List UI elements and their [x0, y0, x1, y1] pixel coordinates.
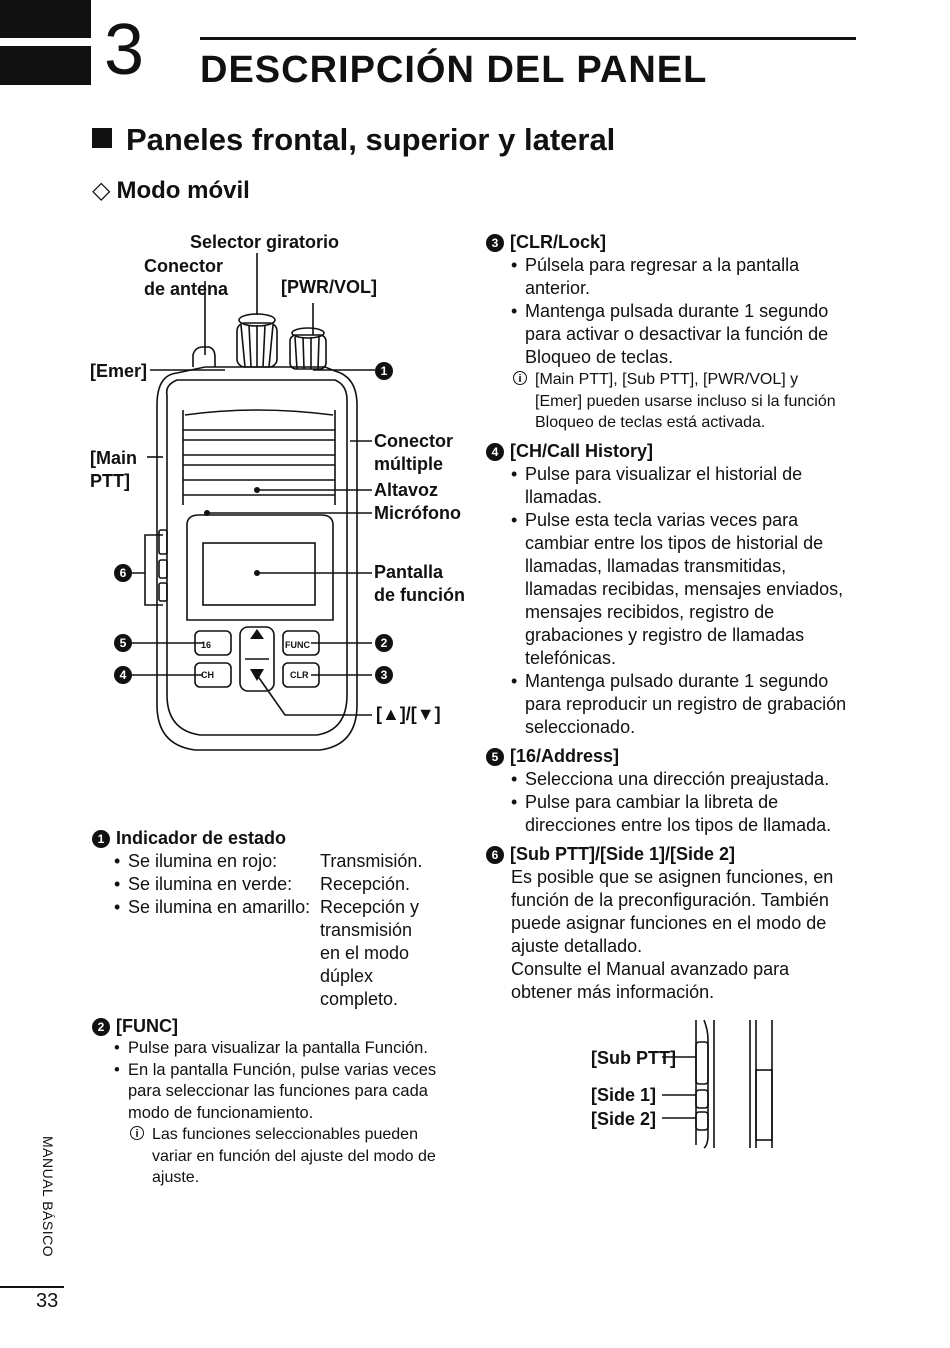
table-row: Se ilumina en rojo:Transmisión. — [114, 850, 472, 873]
right-column: 3 [CLR/Lock] Púlsela para regresar a la p… — [486, 231, 866, 1004]
chapter-number: 3 — [104, 10, 145, 90]
main-ptt-label-1: [Main — [90, 448, 137, 468]
row-label: Se ilumina en verde: — [114, 873, 320, 896]
note-text: [Main PTT], [Sub PTT], [PWR/VOL] y [Emer… — [535, 371, 836, 431]
side-1-label: [Side 1] — [591, 1085, 657, 1105]
info-icon: i — [130, 1126, 144, 1140]
section-title: Paneles frontal, superior y lateral — [126, 122, 616, 157]
note-text: Las funciones seleccionables pueden vari… — [152, 1126, 436, 1186]
func-note: i Las funciones seleccionables pueden var… — [128, 1124, 462, 1189]
up-down-keys-label: [▲]/[▼] — [376, 704, 441, 724]
info-icon: i — [513, 371, 527, 385]
list-item: Pulse para visualizar la pantalla Funció… — [114, 1038, 472, 1060]
ch-bullets: Pulse para visualizar el historial de ll… — [511, 463, 856, 739]
address-bullets: Selecciona una dirección preajustada. Pu… — [511, 768, 856, 837]
subsection-title: Modo móvil — [116, 177, 250, 204]
section-number: 1 — [92, 830, 110, 848]
row-value: Recepción y transmisión en el modo dúple… — [320, 897, 420, 1009]
func-heading: 2 [FUNC] — [92, 1015, 472, 1038]
list-item: Mantenga pulsada durante 1 segundo para … — [511, 300, 856, 369]
display-label-2: de función — [374, 585, 465, 605]
subsection-heading: ◇Modo móvil — [92, 176, 250, 206]
callout-6: 6 — [114, 564, 132, 582]
manual-side-label: MANUAL BÁSICO — [40, 1136, 56, 1258]
radio-front-diagram: FUNC CLR 16 CH — [130, 253, 375, 751]
address-heading: 5 [16/Address] — [486, 745, 866, 768]
side-2-label: [Side 2] — [591, 1109, 657, 1129]
section-title: [Sub PTT]/[Side 1]/[Side 2] — [510, 843, 736, 864]
section-title: [CH/Call History] — [510, 440, 654, 461]
multi-connector-label-2: múltiple — [374, 454, 444, 474]
list-item: En la pantalla Función, pulse varias vec… — [114, 1060, 448, 1125]
section-number: 2 — [92, 1018, 110, 1036]
status-indicator-section: 1 Indicador de estado Se ilumina en rojo:… — [92, 827, 472, 1011]
side-buttons-diagram — [662, 1020, 773, 1149]
callout-3: 3 — [375, 666, 393, 684]
section-title: [CLR/Lock] — [510, 232, 606, 252]
clr-key-label: CLR — [290, 670, 309, 680]
sixteen-key-label: 16 — [201, 640, 211, 650]
main-ptt-label-2: PTT] — [90, 471, 130, 491]
side-paragraph-1: Es posible que se asignen funciones, en … — [511, 866, 834, 956]
chapter-rule — [200, 37, 856, 40]
row-value: Recepción. — [320, 874, 411, 894]
sub-ptt-label: [Sub PTT] — [591, 1048, 676, 1068]
diamond-icon: ◇ — [92, 177, 111, 204]
section-number: 3 — [486, 234, 504, 252]
table-row: Se ilumina en amarillo:Recepción y trans… — [114, 896, 472, 1011]
list-item: Pulse para visualizar el historial de ll… — [511, 463, 856, 509]
multi-connector-label-1: Conector — [374, 431, 454, 451]
clr-note: i [Main PTT], [Sub PTT], [PWR/VOL] y [Eme… — [511, 369, 845, 434]
section-title: [16/Address] — [510, 745, 620, 766]
list-item: Pulse para cambiar la libreta de direcci… — [511, 791, 856, 837]
list-item: Mantenga pulsado durante 1 segundo para … — [511, 670, 856, 739]
list-item: Púlsela para regresar a la pantalla ante… — [511, 254, 856, 300]
clr-heading: 3 [CLR/Lock] — [486, 231, 866, 254]
table-row: Se ilumina en verde:Recepción. — [114, 873, 472, 896]
section-number: 6 — [486, 845, 504, 864]
microphone-label: Micrófono — [374, 503, 461, 523]
side-paragraph-2: Consulte el Manual avanzado para obtener… — [511, 958, 790, 1002]
chapter-title: DESCRIPCIÓN DEL PANEL — [200, 49, 708, 91]
callout-1: 1 — [375, 362, 393, 380]
func-section: 2 [FUNC] Pulse para visualizar la pantall… — [92, 1015, 472, 1189]
display-label-1: Pantalla — [374, 562, 444, 582]
status-table: Se ilumina en rojo:Transmisión. Se ilumi… — [114, 850, 472, 1011]
section-number: 5 — [486, 747, 504, 766]
section-title: [FUNC] — [116, 1016, 178, 1036]
antenna-connector-label-2: de antena — [144, 279, 229, 299]
callout-2: 2 — [375, 634, 393, 652]
section-title: Indicador de estado — [116, 828, 287, 848]
row-label: Se ilumina en rojo: — [114, 850, 320, 873]
ch-key-label: CH — [201, 670, 214, 680]
row-label: Se ilumina en amarillo: — [114, 896, 320, 1011]
list-item: Selecciona una dirección preajustada. — [511, 768, 856, 791]
callout-5: 5 — [114, 634, 132, 652]
row-value: Transmisión. — [320, 851, 423, 871]
side-heading: 6 [Sub PTT]/[Side 1]/[Side 2] — [486, 843, 866, 866]
clr-bullets: Púlsela para regresar a la pantalla ante… — [511, 254, 856, 369]
pwr-vol-label: [PWR/VOL] — [281, 277, 377, 297]
footer-rule — [0, 1286, 64, 1288]
section-number: 4 — [486, 442, 504, 461]
list-item: Pulse esta tecla varias veces para cambi… — [511, 509, 856, 670]
speaker-label: Altavoz — [374, 480, 439, 500]
page-number: 33 — [36, 1290, 59, 1312]
func-key-label: FUNC — [285, 640, 310, 650]
callout-4: 4 — [114, 666, 132, 684]
chapter-marker — [0, 0, 91, 85]
emer-label: [Emer] — [90, 361, 148, 381]
status-indicator-heading: 1 Indicador de estado — [92, 827, 472, 850]
ch-heading: 4 [CH/Call History] — [486, 440, 866, 463]
square-bullet-icon — [92, 128, 112, 148]
func-bullets: Pulse para visualizar la pantalla Funció… — [114, 1038, 472, 1124]
section-heading: Paneles frontal, superior y lateral — [92, 121, 615, 159]
antenna-connector-label-1: Conector — [144, 256, 224, 276]
rotary-selector-label: Selector giratorio — [190, 232, 340, 252]
